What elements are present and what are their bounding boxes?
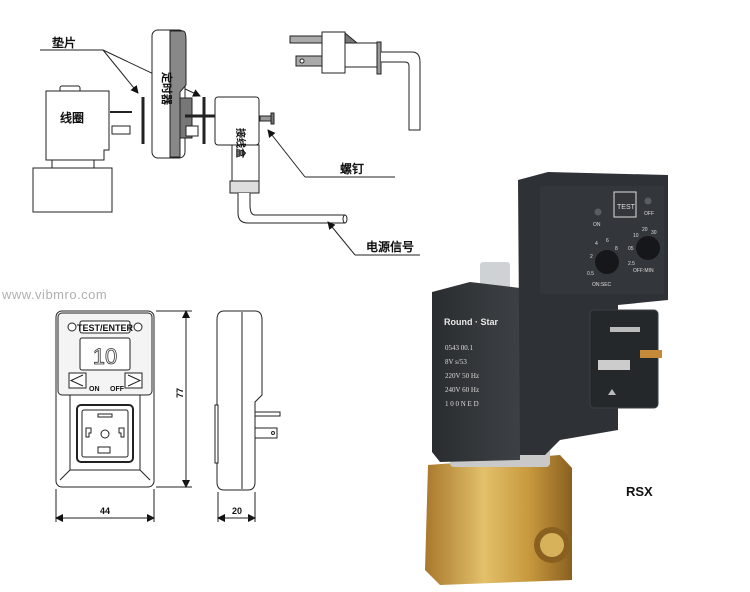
exploded-view xyxy=(32,29,421,256)
off-dial xyxy=(636,236,660,260)
junction-box-label: 接线盒 xyxy=(234,128,247,159)
off-dial-label: OFF:MIN xyxy=(633,268,654,274)
coil-pin xyxy=(111,125,131,135)
display-value: 10 xyxy=(93,344,117,369)
dial-tick: 30 xyxy=(651,230,657,236)
off-led xyxy=(644,197,652,205)
test-enter-label: TEST/ENTER xyxy=(77,323,134,333)
off-led-label: OFF xyxy=(644,211,654,217)
front-view xyxy=(55,310,192,522)
display xyxy=(79,337,131,371)
cable xyxy=(237,193,346,224)
on-led xyxy=(594,208,602,216)
height-dimension: 77 xyxy=(175,388,185,398)
exploded-labels: 垫片 线圈 定时器 接线盒 螺钉 电源信号 xyxy=(52,35,414,254)
plug-cable xyxy=(381,51,421,131)
brand-label: Round · Star xyxy=(444,317,498,327)
left-arrow-button xyxy=(68,372,87,389)
depth-dimension: 20 xyxy=(232,506,242,516)
test-enter-button xyxy=(79,320,131,334)
product-photo xyxy=(425,172,668,585)
dial-tick: 6 xyxy=(606,238,609,244)
screw-label: 螺钉 xyxy=(340,161,364,176)
dial-tick: 0.5 xyxy=(587,271,594,277)
spec-line: 8V s/53 xyxy=(445,358,467,366)
spec-line: 220V 50 Hz xyxy=(445,372,479,380)
plug-pin-top xyxy=(289,35,323,44)
on-led-label: ON xyxy=(593,222,601,228)
test-label: TEST xyxy=(617,204,636,211)
spec-line: 0543 00.1 xyxy=(445,344,474,352)
dial-tick: 20 xyxy=(642,227,648,233)
gasket-label: 垫片 xyxy=(52,35,76,50)
coil-label: 线圈 xyxy=(60,110,84,125)
dial-tick: 2.5 xyxy=(628,261,635,267)
timer-label: 定时器 xyxy=(160,72,174,106)
dial-tick: 2 xyxy=(590,254,593,260)
width-dimension: 44 xyxy=(100,506,110,516)
screw xyxy=(259,115,273,122)
dial-tick: 8 xyxy=(615,246,618,252)
on-dial-label: ON:SEC xyxy=(592,282,612,288)
spec-line: 240V 60 Hz xyxy=(445,386,479,394)
plug-body xyxy=(321,31,346,74)
dial-tick: 05 xyxy=(628,246,634,252)
brass-valve-body xyxy=(425,455,572,585)
coil-housing xyxy=(432,282,520,462)
off-label: OFF xyxy=(110,386,125,393)
on-dial xyxy=(595,250,619,274)
valve-body-outline xyxy=(32,167,113,213)
right-arrow-button xyxy=(124,372,143,389)
model-label: RSX xyxy=(626,484,653,499)
dial-tick: 4 xyxy=(595,241,598,247)
watermark: www.vibmro.com xyxy=(2,287,108,302)
spec-line: 1 0 0 N E D xyxy=(445,400,479,408)
cable-gland xyxy=(229,180,260,194)
dial-tick: 10 xyxy=(633,233,639,239)
test-button xyxy=(613,191,637,218)
power-signal-label: 电源信号 xyxy=(366,239,414,254)
on-label: ON xyxy=(89,386,100,393)
side-view xyxy=(214,310,281,522)
coil-body xyxy=(45,90,110,161)
